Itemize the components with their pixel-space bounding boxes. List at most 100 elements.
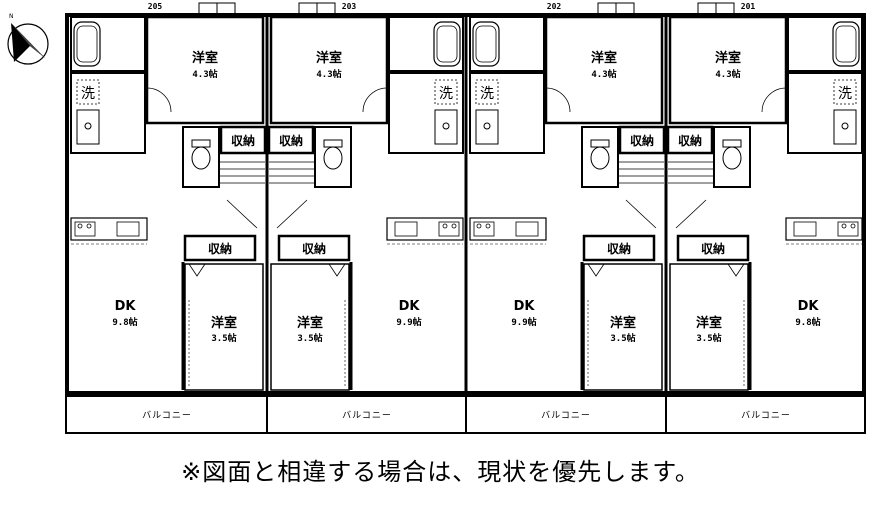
storage-upper — [618, 125, 666, 155]
dining-kitchen — [750, 160, 862, 390]
storage-upper — [267, 125, 315, 155]
toilet — [191, 146, 211, 170]
unit-202: 202洗洋室4.3帖収納収納DK9.9帖洋室3.5帖バルコニー — [469, 2, 666, 421]
balcony-label: バルコニー — [741, 410, 791, 421]
vanity-sink — [434, 109, 458, 145]
bedroom-1-name: 洋室 — [316, 50, 342, 66]
unit-number: 202 — [547, 2, 562, 11]
unit-number: 205 — [148, 2, 163, 11]
bathtub — [832, 21, 860, 67]
washer-space — [475, 79, 499, 105]
stair-arrow — [276, 199, 308, 229]
north-label: N — [9, 13, 14, 20]
washer-space — [833, 79, 857, 105]
storage-lower-label: 収納 — [208, 241, 232, 256]
bathtub — [433, 21, 461, 67]
north-arrow-icon: N — [7, 13, 49, 65]
storage-lower — [676, 234, 750, 262]
vanity-sink — [475, 109, 499, 145]
storage-upper — [219, 125, 267, 155]
bedroom-2-name: 洋室 — [696, 315, 722, 331]
washer-label: 洗 — [439, 86, 453, 102]
door-swing — [362, 87, 388, 113]
kitchen-counter — [386, 217, 464, 241]
toilet-room — [581, 126, 619, 188]
bathroom — [469, 16, 545, 72]
closet-door — [727, 263, 745, 277]
bedroom-1-area: 4.3帖 — [316, 68, 341, 80]
stair-arrow — [625, 199, 657, 229]
bedroom-2-name: 洋室 — [297, 315, 323, 331]
washer-label: 洗 — [81, 86, 95, 102]
building-outline — [65, 13, 866, 434]
closet-door — [587, 263, 605, 277]
door-swing — [146, 87, 172, 113]
door-swing — [761, 87, 787, 113]
dk-area: 9.9帖 — [511, 316, 536, 328]
bedroom-1 — [269, 15, 389, 125]
toilet-room — [713, 126, 751, 188]
door-swing — [545, 87, 571, 113]
disclaimer-note: ※図面と相違する場合は、現状を優先します。 — [181, 458, 700, 486]
dk-name: DK — [399, 299, 421, 314]
bedroom-2-area: 3.5帖 — [610, 332, 635, 344]
bedroom-2 — [270, 263, 350, 391]
bedroom-2-name: 洋室 — [610, 315, 636, 331]
bedroom-2-area: 3.5帖 — [696, 332, 721, 344]
kitchen-counter — [785, 217, 863, 241]
kitchen-sink — [116, 221, 140, 237]
bedroom-1-name: 洋室 — [192, 50, 218, 66]
bedroom-1-area: 4.3帖 — [591, 68, 616, 80]
bedroom-2-area: 3.5帖 — [211, 332, 236, 344]
storage-lower — [582, 234, 656, 262]
bedroom-1-area: 4.3帖 — [192, 68, 217, 80]
bathtub — [472, 21, 500, 67]
dining-kitchen — [71, 160, 183, 390]
toilet-room — [182, 126, 220, 188]
bedroom-1-name: 洋室 — [591, 50, 617, 66]
dk-area: 9.8帖 — [795, 316, 820, 328]
washer-label: 洗 — [838, 86, 852, 102]
vanity-sink — [833, 109, 857, 145]
kitchen-sink — [515, 221, 539, 237]
dk-area: 9.9帖 — [396, 316, 421, 328]
bedroom-1 — [145, 15, 265, 125]
storage-upper — [666, 125, 714, 155]
dining-kitchen — [470, 160, 582, 390]
washer-label: 洗 — [480, 86, 494, 102]
storage-upper-label: 収納 — [678, 133, 702, 148]
toilet — [323, 146, 343, 170]
dk-area: 9.8帖 — [112, 316, 137, 328]
storage-lower-label: 収納 — [302, 241, 326, 256]
kitchen-sink — [793, 221, 817, 237]
balcony-label: バルコニー — [541, 410, 591, 421]
stair-arrow — [226, 199, 258, 229]
storage-lower — [277, 234, 351, 262]
bathtub — [73, 21, 101, 67]
toilet — [722, 146, 742, 170]
washer-space — [434, 79, 458, 105]
bedroom-2-area: 3.5帖 — [297, 332, 322, 344]
dk-name: DK — [514, 299, 536, 314]
bedroom-2 — [583, 263, 663, 391]
bathroom — [388, 16, 464, 72]
closet-door — [328, 263, 346, 277]
unit-205: 205洗洋室4.3帖収納収納DK9.8帖洋室3.5帖バルコニー — [70, 2, 267, 421]
storage-lower — [183, 234, 257, 262]
washroom — [70, 72, 146, 154]
bedroom-2-name: 洋室 — [211, 315, 237, 331]
storage-upper-label: 収納 — [279, 133, 303, 148]
stove — [74, 221, 96, 237]
bedroom-1-area: 4.3帖 — [715, 68, 740, 80]
dk-name: DK — [798, 299, 820, 314]
dining-kitchen — [351, 160, 463, 390]
kitchen-sink — [394, 221, 418, 237]
stair-arrow — [675, 199, 707, 229]
vanity-sink — [76, 109, 100, 145]
kitchen-counter — [469, 217, 547, 241]
bedroom-1 — [668, 15, 788, 125]
unit-number: 203 — [342, 2, 357, 11]
storage-upper-label: 収納 — [630, 133, 654, 148]
